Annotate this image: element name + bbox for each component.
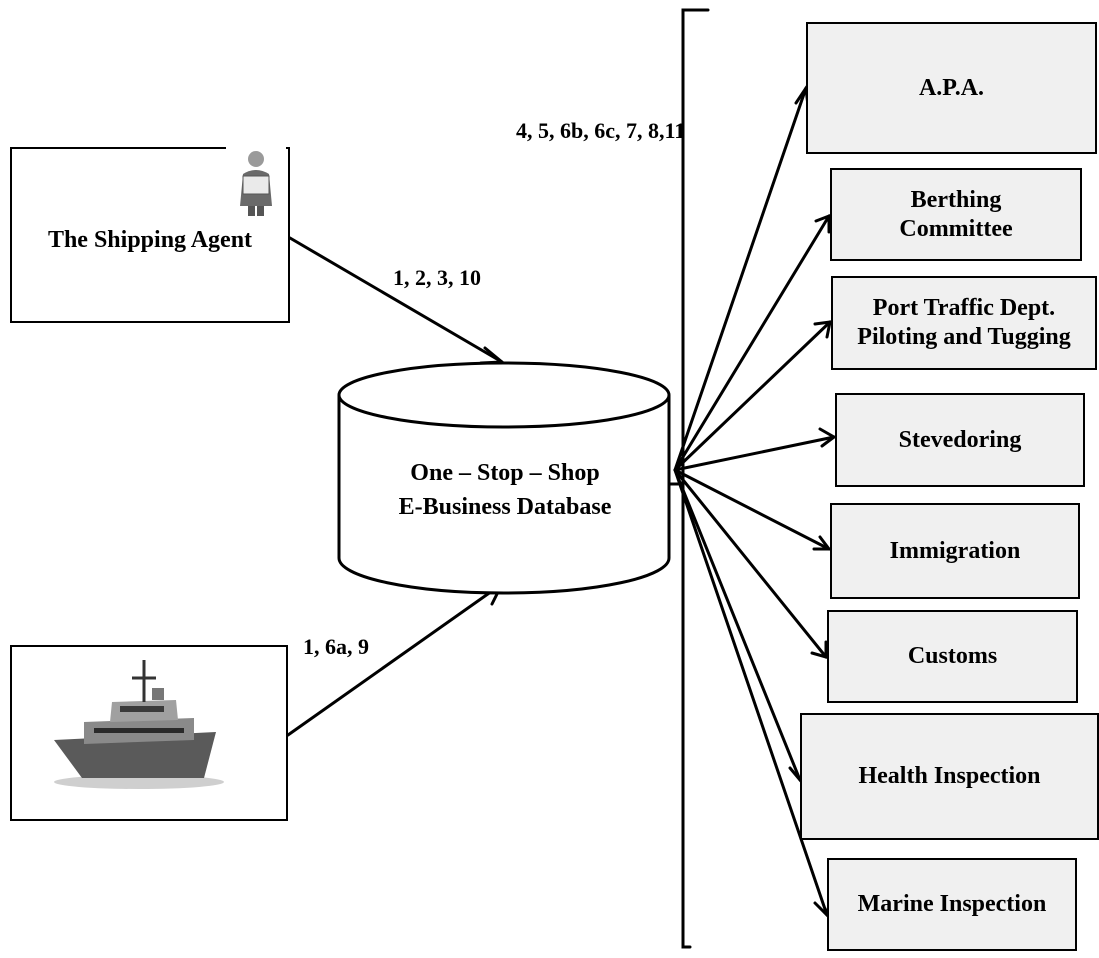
arrow-to-health xyxy=(673,468,802,782)
database-cylinder xyxy=(337,361,671,595)
arrow-to-apa xyxy=(673,86,808,472)
agency-label-customs: Customs xyxy=(907,643,998,670)
agency-label-port-traffic: Port Traffic Dept. Piloting and Tugging xyxy=(857,295,1071,350)
agency-label-health: Health Inspection xyxy=(858,763,1041,790)
arrow-to-berthing xyxy=(673,214,831,472)
agency-box-apa xyxy=(806,22,1097,154)
database-line2: E-Business Database xyxy=(398,493,612,520)
agency-label-immigration: Immigration xyxy=(889,537,1021,564)
shipping-agent-label: The Shipping Agent xyxy=(47,226,253,253)
arrow-agent-to-db xyxy=(288,236,504,364)
bracket xyxy=(681,8,710,949)
agency-box-berthing xyxy=(830,168,1082,261)
agency-box-stevedoring xyxy=(835,393,1085,487)
arrow-ship-to-db xyxy=(286,582,504,737)
agency-box-marine xyxy=(827,858,1077,951)
ship-icon xyxy=(54,660,224,789)
arrow-to-marine xyxy=(673,468,829,917)
flow-label-agent: 1, 2, 3, 10 xyxy=(393,265,481,290)
database-line1: One – Stop – Shop xyxy=(410,459,600,486)
flow-label-ship: 1, 6a, 9 xyxy=(303,634,369,659)
agency-label-stevedoring: Stevedoring xyxy=(898,426,1022,453)
man-holding-paper-icon xyxy=(226,146,286,216)
agency-label-berthing: Berthing Committee xyxy=(899,186,1013,242)
agency-label-marine: Marine Inspection xyxy=(857,891,1047,918)
arrow-to-traffic xyxy=(673,320,832,472)
arrow-to-stevedoring xyxy=(673,435,836,472)
arrow-to-customs xyxy=(673,468,828,659)
agency-box-health xyxy=(800,713,1099,840)
agency-box-customs xyxy=(827,610,1078,703)
agency-box-port-traffic xyxy=(831,276,1097,370)
agency-label-apa: A.P.A. xyxy=(918,74,985,101)
agency-box-immigration xyxy=(830,503,1080,599)
flow-label-agencies: 4, 5, 6b, 6c, 7, 8,11 xyxy=(516,118,686,143)
arrow-to-immigration xyxy=(673,468,831,551)
